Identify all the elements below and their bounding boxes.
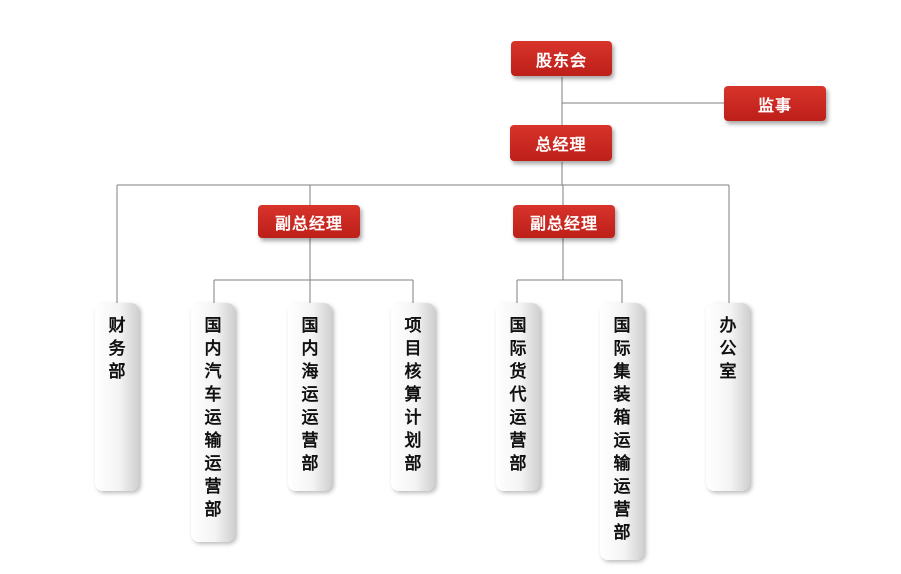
dept-intl-freight-label: 国际货代运营部: [509, 316, 527, 474]
dept-office: 办公室: [706, 303, 750, 491]
dept-intl-freight: 国际货代运营部: [496, 303, 540, 491]
dept-domestic-trucking-label: 国内汽车运输运营部: [204, 316, 222, 520]
dept-domestic-shipping: 国内海运运营部: [288, 303, 332, 491]
dept-finance: 财务部: [95, 303, 139, 491]
shareholders-meeting-label: 股东会: [535, 50, 587, 70]
dept-domestic-shipping-label: 国内海运运营部: [301, 316, 319, 474]
supervisor-box: 监事: [724, 86, 826, 121]
deputy-gm-right-box: 副总经理: [513, 205, 615, 238]
deputy-gm-left-box: 副总经理: [258, 205, 360, 238]
dept-office-label: 办公室: [719, 316, 737, 382]
dept-project-accounting: 项目核算计划部: [391, 303, 435, 491]
general-manager-label: 总经理: [535, 135, 587, 154]
dept-domestic-trucking: 国内汽车运输运营部: [191, 303, 235, 542]
shareholders-meeting-box: 股东会: [511, 41, 612, 76]
dept-intl-container-label: 国际集装箱运输运营部: [613, 316, 631, 543]
deputy-gm-left-label: 副总经理: [274, 213, 343, 233]
general-manager-box: 总经理: [510, 125, 612, 161]
dept-finance-label: 财务部: [108, 316, 126, 382]
deputy-gm-right-label: 副总经理: [529, 213, 598, 233]
dept-intl-container: 国际集装箱运输运营部: [600, 303, 644, 560]
dept-project-accounting-label: 项目核算计划部: [404, 316, 422, 474]
supervisor-label: 监事: [757, 95, 792, 115]
